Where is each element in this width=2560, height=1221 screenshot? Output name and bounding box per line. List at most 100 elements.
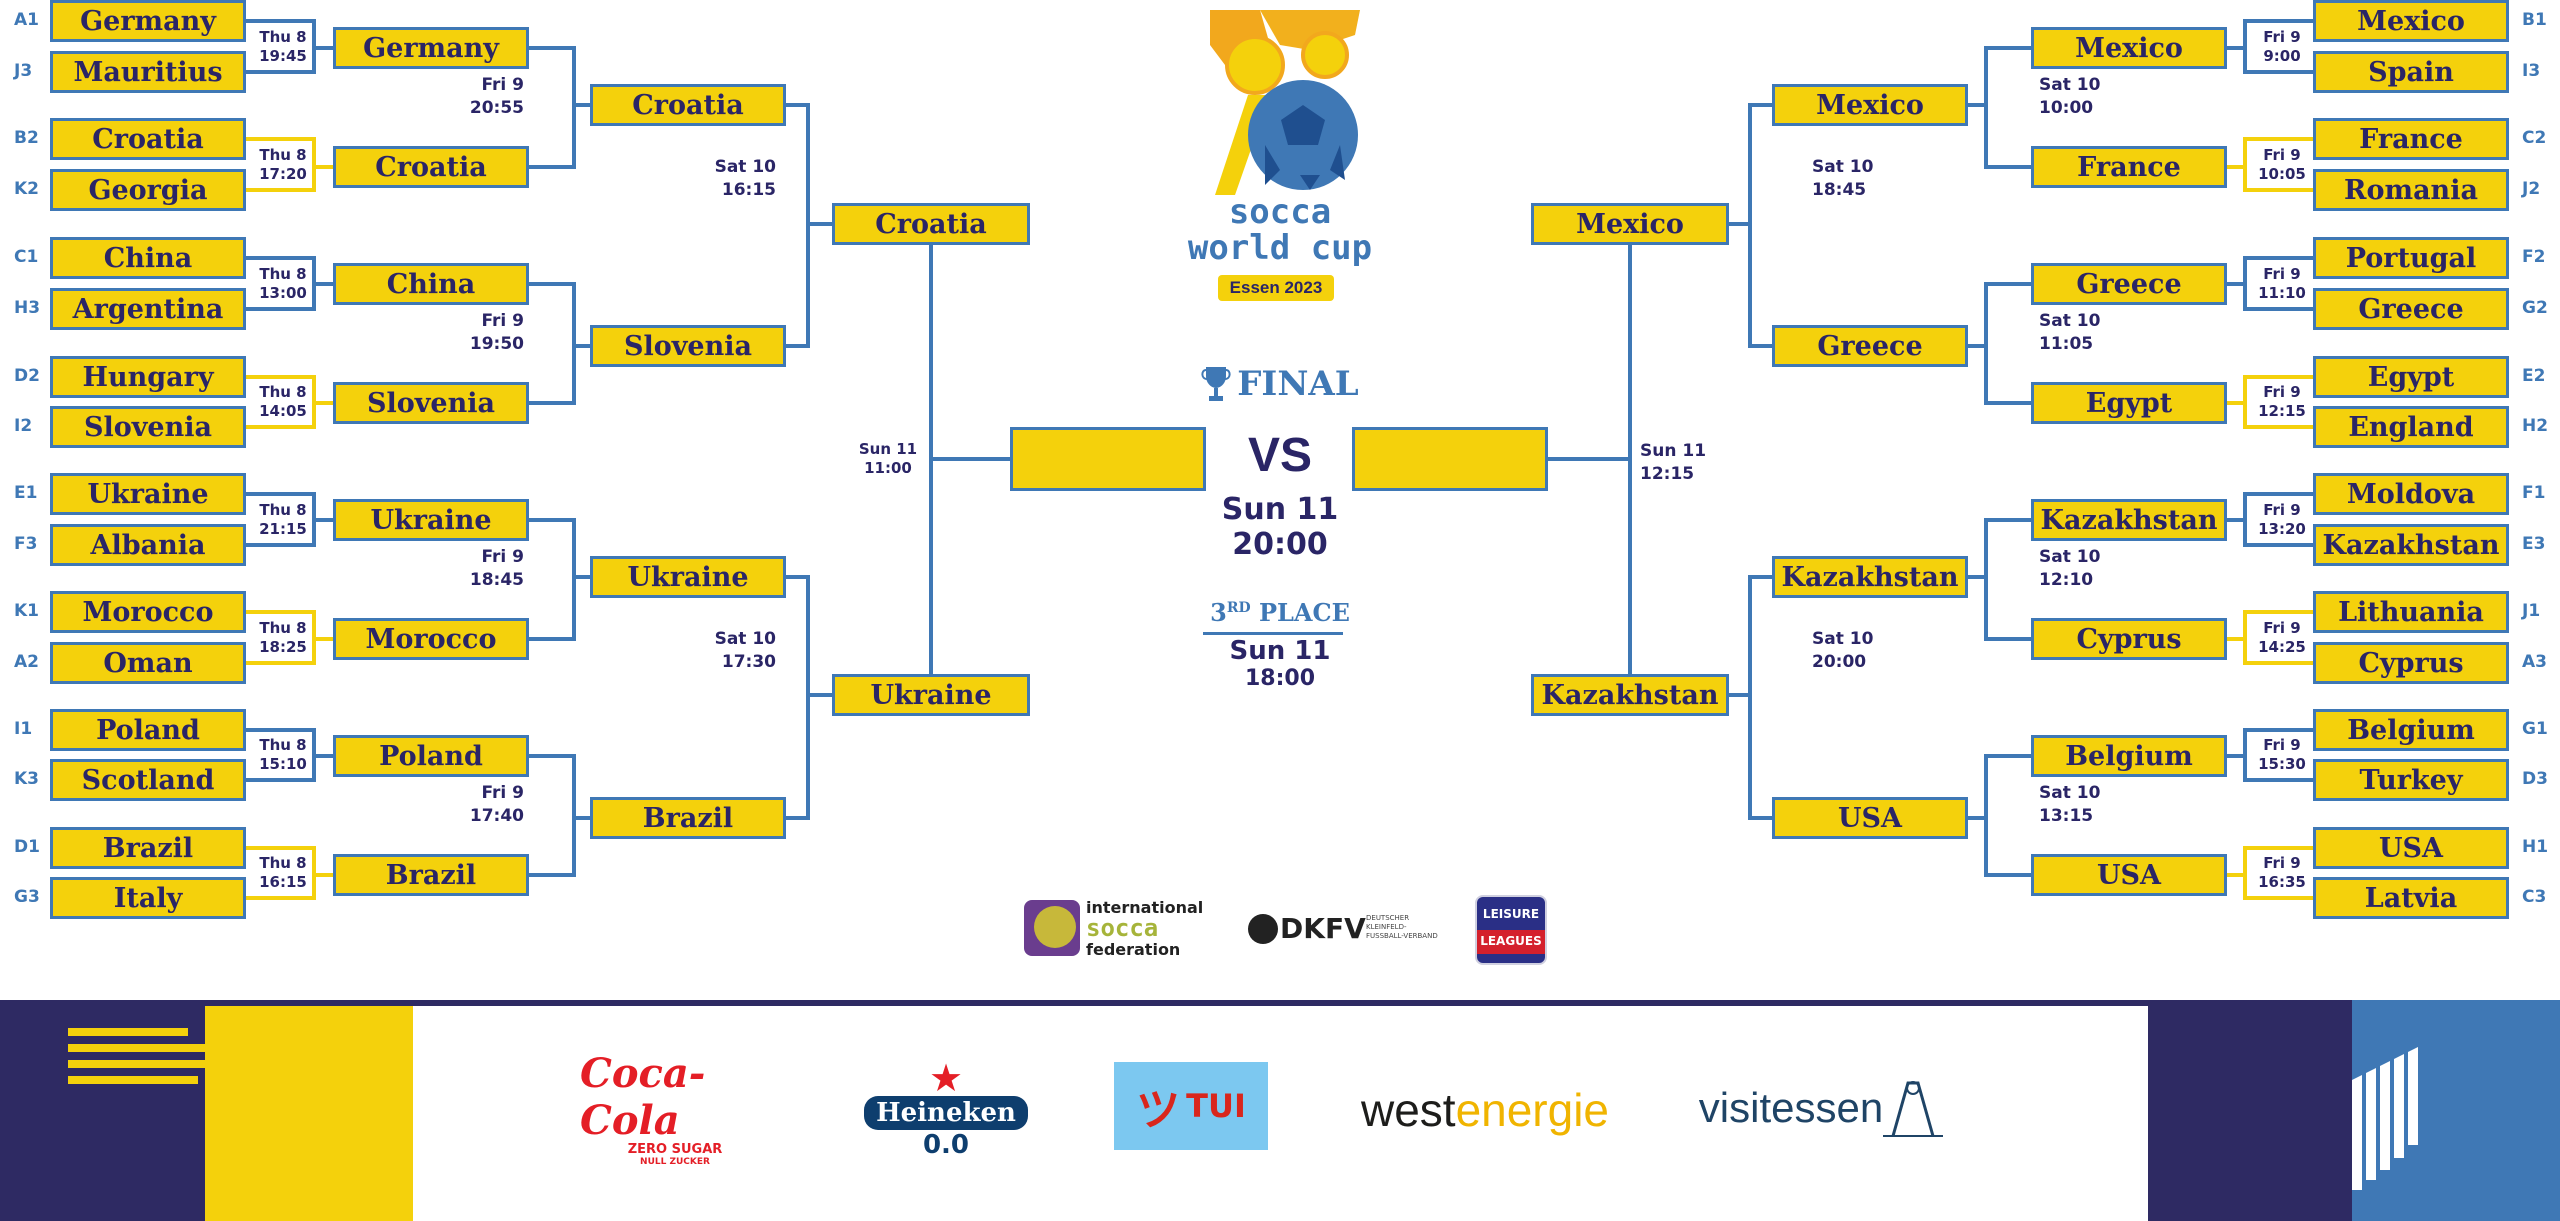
team-slot: Egypt [2313,356,2509,398]
footer-top-line [205,1000,2355,1006]
team-slot: France [2313,118,2509,160]
event-logo: socca world cup Essen 2023 [1160,5,1400,305]
seed-label: F1 [2522,483,2546,503]
seed-label: A3 [2522,652,2547,672]
footer-band: Coca-Cola ZERO SUGAR NULL ZUCKER ★ Heine… [0,1000,2560,1221]
seed-label: C1 [14,247,39,267]
seed-label: B1 [2522,10,2547,30]
team-slot: Belgium [2031,735,2227,777]
team-slot: Kazakhstan [1772,556,1968,598]
team-slot: Mauritius [50,51,246,93]
team-slot: Cyprus [2031,618,2227,660]
mine-tower-icon [1883,1081,1944,1137]
match-day: Sat 10 [714,628,776,649]
footer-right-navy [2148,1000,2352,1221]
isf-ball-icon [1034,906,1076,948]
final-text: FINAL [1237,364,1359,404]
stripe [68,1028,188,1036]
footer-left-navy [0,1000,205,1221]
match-time: 12:15 [1640,464,1695,484]
seed-label: K3 [14,769,40,789]
connector-line [2243,137,2313,192]
red-star-icon: ★ [928,1056,964,1100]
match-day: Thu 8 [259,27,307,46]
team-slot: Mexico [2031,27,2227,69]
team-slot: Brazil [333,854,529,896]
third-day: Sun 11 [1229,636,1331,666]
match-time: 20:55 [469,97,524,118]
seed-label: G1 [2522,719,2548,739]
connector-line [1748,575,1772,820]
seed-label: C2 [2522,128,2547,148]
seed-label: C3 [2522,887,2547,907]
connector-line [786,103,810,348]
match-day: Fri 9 [481,74,524,95]
match-time: 11:05 [2039,333,2094,354]
team-slot: Slovenia [50,406,246,448]
third-place-sup: RD [1226,600,1251,616]
third-time: 18:00 [1244,666,1316,691]
match-day: Sat 10 [2039,782,2101,803]
isf-text-2: socca [1086,914,1159,942]
seed-label: J1 [2522,601,2541,621]
match-day: Sat 10 [1812,628,1874,649]
seed-label: F3 [14,534,38,554]
match-time: 10:05 [2258,164,2306,183]
team-slot: Georgia [50,169,246,211]
third-place-word: PLACE [1250,598,1350,627]
visitessen-logo: visitessen [1686,1075,1956,1141]
footer-right-bars-decoration [2352,1047,2418,1190]
match-day: Fri 9 [2263,500,2301,519]
team-slot: Lithuania [2313,591,2509,633]
match-time: 16:15 [721,179,776,200]
match-day: Fri 9 [481,782,524,803]
leisure-leagues-logo: LEISURE LEAGUES [1475,895,1547,965]
leagues-stripe [1477,930,1545,954]
dkfv-text: DKFV [1280,912,1366,945]
match-day: Fri 9 [2263,736,2301,754]
seed-label: K1 [14,601,40,621]
team-slot: Greece [2031,263,2227,305]
bracket-lines [246,19,2313,900]
match-day: Thu 8 [259,854,307,872]
match-time: 16:35 [2258,873,2306,891]
seed-label: J3 [14,61,33,81]
team-slot: England [2313,406,2509,448]
connector-line [1984,754,2031,877]
match-day: Fri 9 [2263,854,2301,872]
team-slot: Greece [1772,325,1968,367]
team-slot: China [50,237,246,279]
match-time: 17:30 [721,651,776,672]
match-time: 15:30 [2258,755,2306,773]
final-slot-right [1352,427,1548,491]
football-icon [1248,914,1278,944]
team-slot: Cyprus [2313,642,2509,684]
team-slot: Germany [50,0,246,42]
seed-label: J2 [2522,179,2541,199]
match-day: Thu 8 [259,618,307,637]
footer-left-yellow [205,1000,413,1221]
team-slot: Poland [50,709,246,751]
heineken-zero: 0.0 [922,1130,970,1160]
connector-line [529,518,576,641]
seed-label: I2 [14,416,33,436]
